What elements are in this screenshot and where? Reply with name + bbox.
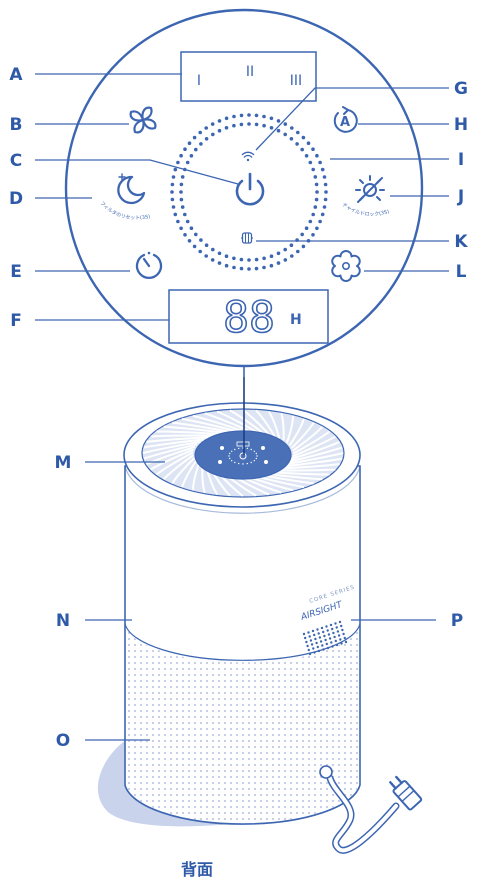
display-digits: 88 bbox=[223, 293, 275, 343]
fan-speed-icon bbox=[129, 106, 157, 134]
cord-port bbox=[319, 765, 333, 779]
air-quality-dot-ring bbox=[170, 113, 328, 271]
mini-power-icon bbox=[239, 452, 247, 460]
label-h: H bbox=[454, 115, 468, 135]
label-m: M bbox=[55, 453, 72, 473]
display-unit: H bbox=[290, 312, 302, 328]
plug-icon bbox=[389, 775, 423, 811]
rear-vent-dots bbox=[302, 620, 348, 656]
light-off-icon bbox=[355, 175, 385, 203]
wifi-icon bbox=[241, 151, 255, 162]
fan-level-low: I bbox=[197, 73, 201, 89]
filter-icon bbox=[241, 232, 253, 244]
housing-seam bbox=[124, 623, 361, 661]
label-k: K bbox=[454, 232, 468, 252]
label-j: J bbox=[457, 187, 464, 207]
label-n: N bbox=[56, 611, 70, 631]
label-d: D bbox=[9, 189, 23, 209]
label-f: F bbox=[10, 311, 22, 331]
label-g: G bbox=[454, 79, 468, 99]
fan-level-high: III bbox=[290, 73, 302, 89]
label-e: E bbox=[10, 262, 22, 282]
label-i: I bbox=[458, 150, 464, 170]
timer-icon bbox=[135, 251, 163, 279]
sleep-moon-icon bbox=[117, 173, 146, 205]
mini-control-panel bbox=[194, 430, 292, 480]
label-o: O bbox=[56, 731, 70, 751]
label-a: A bbox=[9, 65, 23, 85]
label-c: C bbox=[10, 151, 22, 171]
auto-mode-letter: A bbox=[340, 115, 350, 130]
label-l: L bbox=[456, 262, 467, 282]
label-b: B bbox=[10, 115, 23, 135]
fan-level-mid: II bbox=[246, 64, 254, 80]
fan-level-box bbox=[180, 51, 317, 102]
power-icon bbox=[235, 172, 265, 206]
back-caption: 背面 bbox=[181, 860, 213, 879]
timer-display-box bbox=[168, 289, 329, 344]
auto-mode-icon: A bbox=[333, 106, 358, 133]
label-p: P bbox=[451, 611, 463, 631]
flower-mode-icon bbox=[331, 250, 361, 282]
